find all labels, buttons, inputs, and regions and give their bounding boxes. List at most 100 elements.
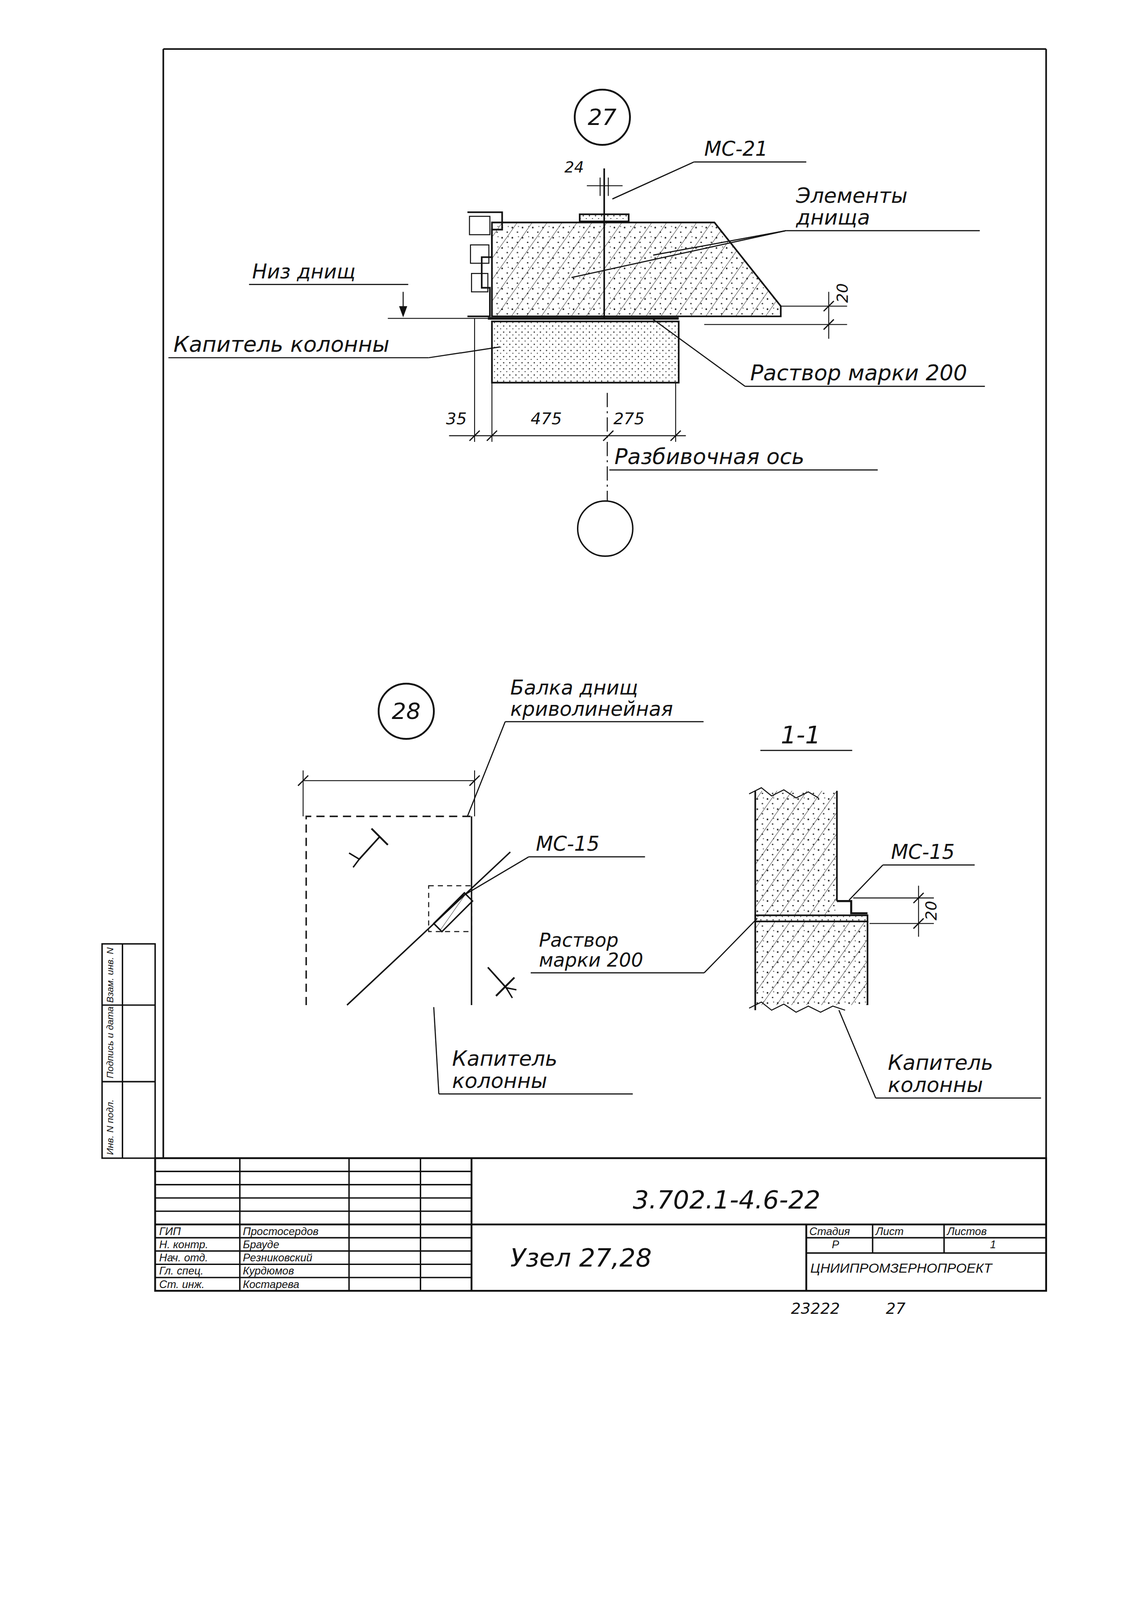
title-block-part: [806, 1252, 1047, 1255]
node-27-section-part: [670, 430, 682, 442]
side-stamp-part: [121, 944, 124, 1159]
label-underline: [168, 357, 429, 359]
title-cell: Резниковский: [242, 1252, 313, 1264]
label-underline: [875, 1097, 1042, 1099]
node-27-section-part: [469, 430, 481, 442]
node-27-section-part: [577, 501, 634, 557]
node-27-section-part: [469, 216, 491, 236]
node-27-section-part: [470, 245, 490, 264]
label-underline: [744, 385, 986, 387]
title-cell: Стадия: [809, 1225, 851, 1238]
section-1-1-part: [755, 915, 868, 1011]
part-name: Раствор марки 200: [749, 361, 967, 385]
section-1-1-part: [755, 921, 868, 1006]
leader-line: [704, 918, 758, 973]
node-27-section-part: [491, 222, 781, 317]
node-27-section-part: [491, 382, 493, 443]
title-block: [155, 1158, 1047, 1292]
section-1-1-part: [755, 791, 837, 916]
title-cell: 1: [990, 1239, 996, 1251]
node-27-section-part: [704, 324, 848, 326]
node-27-section-part: [487, 317, 679, 320]
title-block-part: [805, 1225, 808, 1292]
node-27-section-part: [491, 321, 679, 383]
title-block-part: [155, 1171, 472, 1173]
title-block-part: [806, 1237, 1047, 1239]
node-27-section-part: [474, 318, 476, 443]
node-27-section-part: [599, 177, 601, 197]
title-block-part: [155, 1197, 472, 1199]
archive-number: 23222: [791, 1301, 841, 1318]
node-27-section-part: [471, 273, 488, 293]
callout-number: 27: [587, 105, 617, 129]
title-block-part: [155, 1184, 472, 1186]
section-name: 1-1: [780, 722, 821, 749]
title-block-part: [871, 1225, 874, 1254]
title-cell: Н. контр.: [159, 1239, 209, 1251]
callout-number: 28: [391, 700, 421, 723]
node-27-section-part: [398, 306, 408, 318]
node-27-section-part: [603, 430, 614, 442]
drawing-number: 3.702.1-4.6-22: [632, 1187, 821, 1214]
part-name: МС-15: [535, 833, 600, 855]
side-stamp-part: [101, 1081, 155, 1083]
leader-line: [433, 1007, 439, 1095]
section-1-1-part: [755, 921, 868, 1006]
node-27-section-part: [603, 168, 606, 319]
title-block-part: [943, 1225, 945, 1254]
node-27-section-part: [579, 214, 629, 222]
dimension: 275: [613, 410, 645, 428]
node-28-plan-part: [371, 828, 388, 846]
label-underline: [530, 972, 705, 974]
callout-circle: 28: [377, 682, 435, 741]
sheet-title: Узел 27,28: [510, 1244, 652, 1272]
node-27-section-part: [606, 393, 608, 502]
title-block-part: [155, 1211, 472, 1213]
title-cell: Брауде: [242, 1239, 279, 1251]
part-name: Капитель колонны: [888, 1052, 1024, 1096]
stamp-text: Взам. инв. N: [105, 947, 116, 1004]
part-name: МС-15: [890, 841, 955, 863]
node-28-plan-part: [433, 893, 473, 933]
leader-line: [467, 721, 505, 817]
stamp-text: Инв. N подл.: [105, 1099, 116, 1156]
section-1-1-part: [755, 915, 868, 923]
leader-line: [612, 162, 694, 200]
label-underline: [609, 469, 878, 471]
title-cell: Лист: [875, 1225, 904, 1238]
node-28-plan-part: [469, 775, 481, 787]
node-28-plan-part: [349, 853, 360, 868]
title-cell: Нач. отд.: [159, 1252, 209, 1264]
title-cell: Листов: [946, 1225, 987, 1238]
title-cell: ГИП: [159, 1225, 182, 1238]
side-stamp-part: [101, 1004, 155, 1006]
dimension: 35: [446, 410, 467, 428]
section-1-1-part: [869, 923, 934, 925]
node-28-plan-part: [302, 770, 304, 817]
level-mark: Низ днищ: [252, 261, 356, 283]
part-name: Балка днищ криволинейная: [510, 677, 701, 720]
archive-number: 27: [885, 1301, 906, 1318]
sheet-frame-part: [163, 48, 1047, 50]
leader-lines: [168, 162, 1042, 1099]
leader-line: [653, 230, 786, 256]
side-stamp: [101, 944, 155, 1159]
title-cell: Р: [831, 1239, 840, 1251]
sheet-frame: [163, 48, 1047, 1292]
label-underline: [438, 1093, 633, 1095]
node-27-section-part: [486, 430, 498, 442]
node-28-plan-part: [495, 977, 515, 997]
part-name: Элементы днища: [796, 184, 942, 229]
leader-line: [838, 1010, 876, 1099]
section-1-1-part: [836, 901, 868, 914]
node-27-section-part: [780, 305, 847, 307]
node-28-plan-part: [297, 775, 309, 787]
stamp-text: Подпись и дата: [105, 1006, 116, 1079]
section-1-1-part: [755, 791, 837, 916]
node-27-section-part: [675, 382, 677, 443]
title-block-part: [155, 1158, 1047, 1292]
axis-name: Разбивочная ось: [614, 445, 805, 468]
